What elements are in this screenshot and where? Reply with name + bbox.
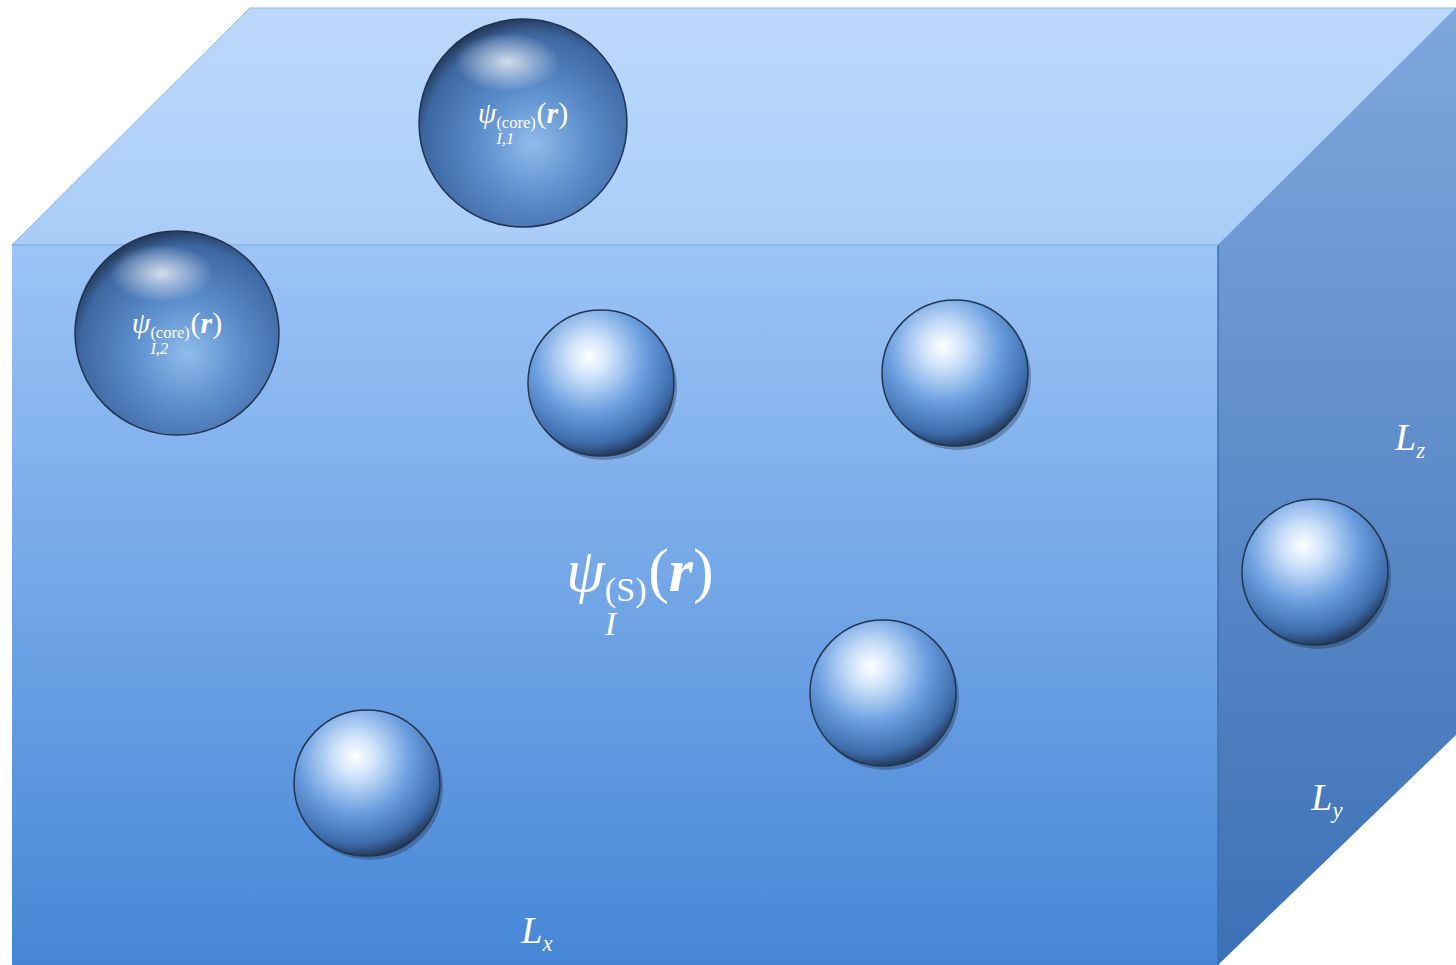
small-sphere [882,300,1028,446]
symbol-part: ( [537,96,547,129]
symbol-part: ψ [478,96,497,129]
symbol-part: ) [212,306,222,339]
symbol-part: ( [648,536,669,604]
core-sphere: ψI,2(core)(r) [74,230,280,436]
symbol-part: L [1311,776,1332,818]
symbol-part: ( [191,306,201,339]
superscript: (core) [496,115,535,132]
index-stack: I,2(core) [150,325,189,358]
core-sphere: ψI,1(core)(r) [418,18,628,228]
symbol-part: r [201,306,213,339]
subscript: I [605,607,647,641]
symbol-part: L [1395,416,1416,458]
side-face [1218,8,1456,965]
index-stack: I(S) [605,573,647,641]
symbol-part: ψ [132,306,151,339]
subscript: y [1333,798,1343,823]
symbol-part: r [669,536,693,604]
symbol-part: r [547,96,559,129]
wavefunction-label: ψI(S)(r) [566,539,713,641]
small-sphere [810,620,956,766]
superscript: (S) [605,573,647,607]
symbol-part: ) [693,536,714,604]
small-sphere [528,310,674,456]
subscript: I,1 [496,131,535,148]
core-wavefunction-label: ψI,2(core)(r) [132,308,223,358]
sphere-body [419,19,627,227]
dimension-label: Lz [1395,418,1425,463]
superscript: (core) [150,325,189,342]
sphere-highlight [110,244,213,302]
index-stack: I,1(core) [496,115,535,148]
symbol-part: ) [558,96,568,129]
top-face [12,8,1456,245]
box-edge [1217,245,1219,965]
core-wavefunction-label: ψI,1(core)(r) [478,98,569,148]
subscript: z [1416,438,1425,463]
dimension-label: Ly [1311,778,1342,823]
symbol-part: L [521,909,542,951]
sphere-highlight [455,33,560,92]
sphere-body [75,231,279,435]
symbol-part: ψ [566,536,605,604]
small-sphere [1242,499,1388,645]
subscript: x [543,931,553,956]
subscript: I,2 [150,341,189,358]
small-sphere [294,710,440,856]
dimension-label: Lx [521,911,552,956]
